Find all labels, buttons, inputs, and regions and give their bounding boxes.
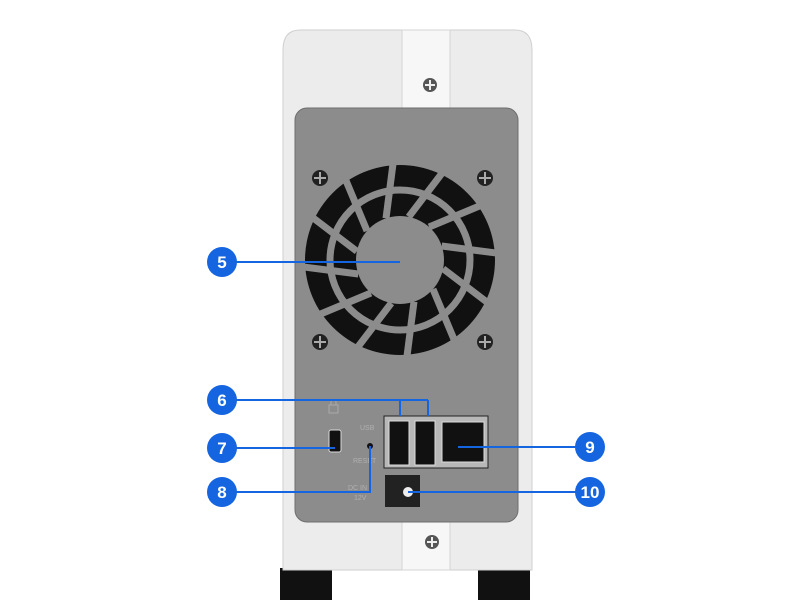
callout-number: 9 bbox=[585, 438, 594, 457]
screw-icon bbox=[423, 78, 437, 92]
screw-icon bbox=[312, 170, 328, 186]
lan-port bbox=[441, 421, 485, 463]
callout-lines bbox=[222, 261, 590, 493]
callout-6: 6 bbox=[207, 385, 237, 415]
callout-8: 8 bbox=[207, 477, 237, 507]
reset-label: RESET bbox=[353, 458, 377, 465]
security-slot bbox=[328, 429, 342, 453]
callout-number: 5 bbox=[217, 253, 226, 272]
top-seam bbox=[401, 29, 451, 111]
usb-port bbox=[388, 420, 410, 466]
right-foot bbox=[478, 568, 530, 600]
callout-7: 7 bbox=[207, 433, 237, 463]
callout-10: 10 bbox=[575, 477, 605, 507]
voltage-label: 12V bbox=[354, 495, 367, 502]
fan bbox=[303, 163, 497, 357]
callout-number: 6 bbox=[217, 391, 226, 410]
callout-5: 5 bbox=[207, 247, 237, 277]
left-foot bbox=[280, 568, 332, 600]
callout-number: 8 bbox=[217, 483, 226, 502]
callout-number: 10 bbox=[581, 483, 600, 502]
callout-9: 9 bbox=[575, 432, 605, 462]
screw-icon bbox=[477, 170, 493, 186]
screw-icon bbox=[477, 334, 493, 350]
screw-icon bbox=[312, 334, 328, 350]
dc-in-label: DC IN bbox=[348, 485, 367, 492]
usb-port bbox=[414, 420, 436, 466]
screw-icon bbox=[425, 535, 439, 549]
usb-label: USB bbox=[360, 425, 375, 432]
callout-number: 7 bbox=[217, 439, 226, 458]
